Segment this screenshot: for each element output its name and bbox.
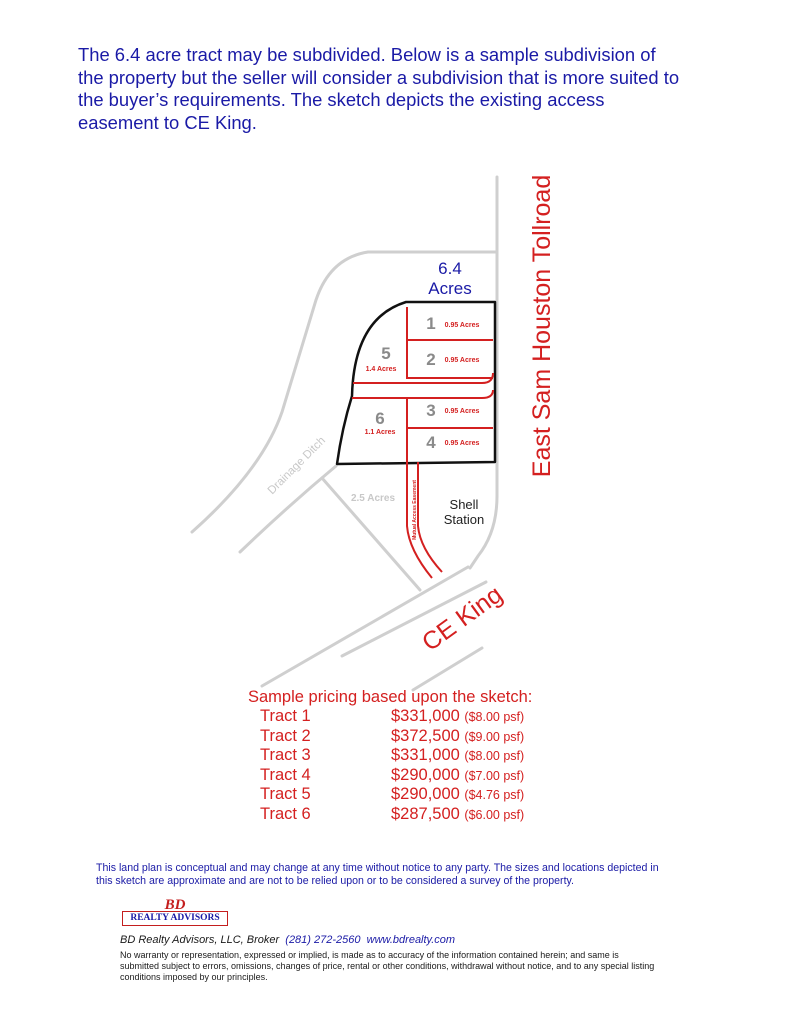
pricing-header: Sample pricing based upon the sketch:: [248, 688, 533, 706]
pricing-row: Tract 4 $290,000 ($7.00 psf): [248, 766, 532, 786]
tract-name: Tract 5: [260, 785, 311, 804]
tract-price: $290,000: [391, 785, 460, 804]
tract-name: Tract 2: [260, 726, 311, 745]
tract-price-cell: $331,000 ($8.00 psf): [391, 707, 524, 726]
pricing-row: Tract 5 $290,000 ($4.76 psf): [248, 785, 532, 805]
ceking-south-tail: [411, 646, 484, 692]
tract-price: $372,500: [391, 726, 460, 745]
road-outlines: [190, 175, 499, 692]
tract-6-acres: 1.1 Acres: [365, 429, 396, 436]
tract-price-cell: $331,000 ($8.00 psf): [391, 746, 524, 765]
ditch-south-edge: [238, 464, 338, 554]
tract-price: $331,000: [391, 707, 460, 725]
tract-5-number: 5: [381, 344, 390, 363]
fine-line: submitted subject to errors, omissions, …: [120, 961, 655, 971]
tract-psf: ($6.00 psf): [464, 807, 525, 822]
tract-psf: ($7.00 psf): [464, 768, 525, 783]
easement-right: [417, 462, 443, 573]
land-plan-disclaimer: This land plan is conceptual and may cha…: [96, 862, 736, 888]
logo-box: REALTY ADVISORS: [122, 911, 228, 926]
warranty-disclaimer: No warranty or representation, expressed…: [120, 950, 720, 983]
easement-left: [406, 462, 433, 579]
intro-paragraph: The 6.4 acre tract may be subdivided. Be…: [78, 44, 758, 134]
drive-lower: [352, 389, 494, 399]
intro-line: the property but the seller will conside…: [78, 66, 680, 88]
ceking-south-edge: [340, 580, 488, 658]
pricing-row: Tract 1 $331,000 ($8.00 psf): [248, 707, 532, 727]
intro-line: easement to CE King.: [78, 111, 257, 133]
tract-name: Tract 6: [260, 804, 311, 823]
intro-line: the buyer’s requirements. The sketch dep…: [78, 89, 605, 110]
drive-upper: [353, 372, 494, 384]
tract-3-number: 3: [426, 401, 435, 420]
tract-name: Tract 4: [260, 765, 311, 784]
disclaimer-line: This land plan is conceptual and may cha…: [96, 862, 659, 874]
drainage-ditch-label: Drainage Ditch: [266, 435, 328, 497]
intro-line: The 6.4 acre tract may be subdivided. Be…: [78, 44, 656, 65]
tract-price-cell: $372,500 ($9.00 psf): [391, 727, 524, 746]
tract-lines: [352, 307, 494, 579]
tract-1-acres: 0.95 Acres: [445, 322, 480, 329]
pricing-row: Tract 3 $331,000 ($8.00 psf): [248, 746, 532, 766]
shell-station-line1: Shell: [450, 497, 479, 512]
tollroad-west-edge: [468, 175, 499, 570]
tract-1-number: 1: [426, 314, 435, 333]
inner-lot-line: [320, 476, 422, 592]
tract-price: $287,500: [391, 804, 460, 823]
tract-2-acres: 0.95 Acres: [445, 357, 480, 364]
bd-realty-logo: BD REALTY ADVISORS: [120, 898, 230, 928]
broker-line: BD Realty Advisors, LLC, Broker (281) 27…: [120, 934, 455, 946]
disclaimer-line: this sketch are approximate and are not …: [96, 875, 574, 887]
tract-price-cell: $290,000 ($4.76 psf): [391, 785, 524, 804]
broker-phone: (281) 272-2560: [285, 934, 361, 946]
pricing-table: Sample pricing based upon the sketch: Tr…: [248, 688, 532, 825]
fine-line: conditions imposed by our principles.: [120, 972, 268, 982]
tract-3-acres: 0.95 Acres: [445, 408, 480, 415]
broker-website-link[interactable]: www.bdrealty.com: [366, 934, 456, 946]
ceking-label: CE King: [417, 580, 508, 657]
fine-line: No warranty or representation, expressed…: [120, 950, 619, 960]
ceking-north-edge: [260, 565, 470, 688]
tract-price: $331,000: [391, 746, 460, 765]
parcel-outline: [335, 300, 497, 466]
easement-label: Mutual Access Easement: [412, 480, 418, 540]
tract-psf: ($8.00 psf): [464, 749, 525, 764]
tract-name: Tract 1: [260, 707, 311, 725]
tract-4-acres: 0.95 Acres: [445, 440, 480, 447]
tract-psf: ($8.00 psf): [464, 710, 525, 724]
pricing-row: Tract 2 $372,500 ($9.00 psf): [248, 727, 532, 747]
tract-name: Tract 3: [260, 746, 311, 765]
tract-price-cell: $287,500 ($6.00 psf): [391, 805, 524, 824]
logo-subtitle: REALTY ADVISORS: [130, 913, 220, 923]
broker-name: BD Realty Advisors, LLC, Broker: [120, 934, 280, 946]
tract-6-number: 6: [375, 409, 384, 428]
tract-price-cell: $290,000 ($7.00 psf): [391, 766, 524, 785]
tract-price: $290,000: [391, 765, 460, 784]
shell-station-line2: Station: [444, 512, 484, 527]
total-acres-unit: Acres: [428, 279, 471, 298]
tract-2-number: 2: [426, 350, 435, 369]
frontage-top-edge: [190, 250, 499, 534]
tract-psf: ($4.76 psf): [464, 788, 525, 803]
tract-psf: ($9.00 psf): [464, 729, 525, 744]
pricing-row: Tract 6 $287,500 ($6.00 psf): [248, 805, 532, 825]
tract-5-acres: 1.4 Acres: [366, 366, 397, 373]
total-acres-value: 6.4: [438, 259, 462, 278]
parcel-25-acres: 2.5 Acres: [351, 493, 396, 504]
tract-4-number: 4: [426, 433, 436, 452]
tollroad-label: East Sam Houston Tollroad: [528, 175, 556, 477]
logo-bd-text: BD: [164, 897, 186, 913]
